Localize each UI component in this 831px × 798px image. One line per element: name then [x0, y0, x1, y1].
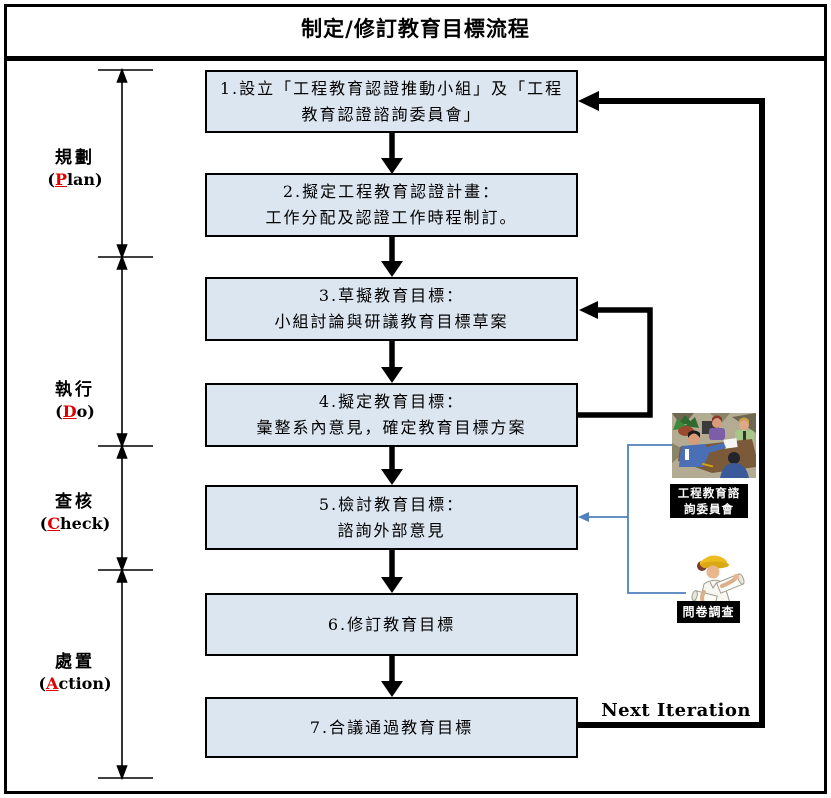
committee-meeting-clipart-svg	[672, 413, 756, 478]
step-box-3: 3.草擬教育目標： 小組討論與研議教育目標草案	[205, 277, 578, 341]
step-text: 6.修訂教育目標	[327, 614, 456, 634]
step-text: 4.擬定教育目標：	[318, 392, 465, 411]
step-text: 1.設立「工程教育認證推動小組」及「工程	[219, 78, 564, 98]
external-input-connector	[578, 444, 686, 594]
step-text: 教育認證諮詢委員會」	[301, 104, 482, 124]
phase-en: (Do)	[55, 402, 95, 421]
committee-label-line2: 詢委員會	[684, 502, 734, 516]
phase-initial: A	[46, 674, 59, 693]
phase-label-check: 查核 (Check)	[25, 492, 125, 534]
step-box-6: 6.修訂教育目標	[205, 593, 578, 656]
phase-label-plan: 規劃 (Plan)	[25, 148, 125, 190]
step-text: 諮詢外部意見	[337, 520, 446, 540]
step-box-7: 7.合議通過教育目標	[205, 697, 578, 758]
phase-zh: 執行	[55, 380, 95, 400]
phase-initial: D	[62, 402, 77, 421]
phase-label-do: 執行 (Do)	[25, 380, 125, 422]
step-text: 7.合議通過教育目標	[309, 717, 474, 737]
page-title: 制定/修訂教育目標流程	[301, 16, 530, 41]
committee-label-line1: 工程教育諮	[677, 486, 741, 500]
step-text: 工作分配及認證工作時程制訂。	[265, 208, 518, 227]
phase-span-arrows	[116, 67, 128, 781]
committee-meeting-image	[672, 413, 756, 478]
phase-zh: 規劃	[55, 148, 95, 168]
feedback-step7-to-step1	[578, 91, 765, 728]
step-box-1: 1.設立「工程教育認證推動小組」及「工程 教育認證諮詢委員會」	[205, 70, 578, 133]
outer-frame	[4, 4, 827, 794]
phase-label-action: 處置 (Action)	[25, 652, 125, 694]
survey-label-text: 問卷調查	[682, 605, 735, 619]
committee-label: 工程教育諮 詢委員會	[670, 484, 748, 518]
phase-zh: 查核	[55, 492, 95, 512]
phase-en: (Plan)	[47, 170, 103, 189]
step-box-2: 2.擬定工程教育認證計畫： 工作分配及認證工作時程制訂。	[205, 173, 578, 237]
step-text: 5.檢討教育目標：	[318, 494, 465, 514]
phase-en: (Action)	[38, 674, 112, 693]
phase-zh: 處置	[55, 652, 95, 672]
phase-initial: P	[54, 170, 67, 189]
step-text: 小組討論與研議教育目標草案	[274, 312, 509, 331]
step-box-4: 4.擬定教育目標： 彙整系內意見，確定教育目標方案	[205, 383, 578, 447]
phase-initial: C	[47, 514, 61, 533]
title-divider	[4, 56, 827, 61]
phase-ticks	[98, 69, 153, 779]
feedback-step4-to-step3	[578, 301, 653, 418]
survey-label: 問卷調查	[677, 601, 740, 623]
step-text: 2.擬定工程教育認證計畫：	[282, 182, 501, 201]
step-text: 3.草擬教育目標：	[318, 286, 465, 305]
phase-en: (Check)	[39, 514, 111, 533]
next-iteration-label: Next Iteration	[601, 700, 751, 721]
step-down-arrows	[381, 133, 403, 697]
step-box-5: 5.檢討教育目標： 諮詢外部意見	[205, 485, 578, 550]
step-text: 彙整系內意見，確定教育目標方案	[256, 418, 527, 437]
